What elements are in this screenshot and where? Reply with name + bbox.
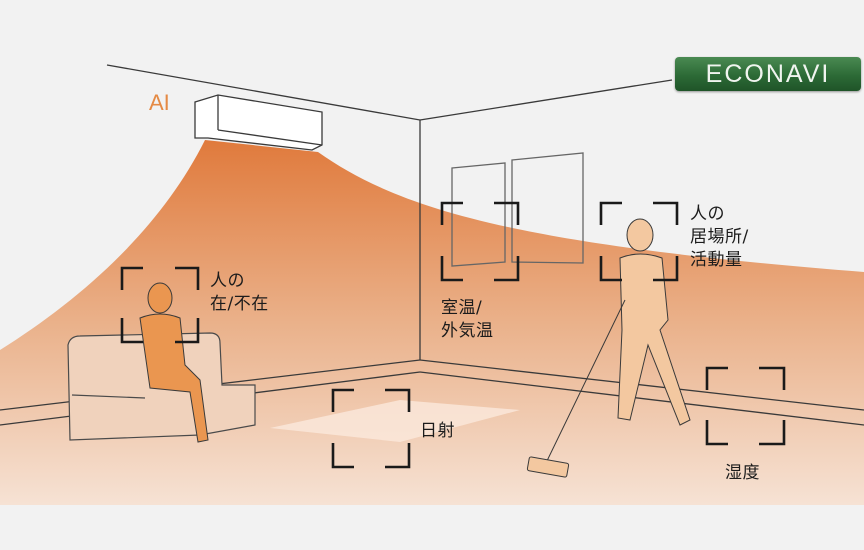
sunlight-bracket [331,388,411,469]
econavi-logo-text: ECONAVI [705,59,831,88]
sensor-label-humidity: 湿度 [725,463,760,483]
sensor-label-location-activity: 人の 居場所/ 活動量 [690,204,749,270]
airflow-area [0,140,864,505]
location-bracket [599,201,679,282]
presence-bracket [120,266,200,344]
ai-label: AI [149,90,170,115]
sensor-label-sunlight: 日射 [420,421,455,441]
humidity-bracket [705,366,786,446]
sensor-label-presence: 人の 在/不在 [210,271,269,314]
temperature-bracket [440,201,520,282]
sensor-label-temperature: 室温/ 外気温 [441,298,494,341]
econavi-logo: ECONAVI [675,57,861,91]
